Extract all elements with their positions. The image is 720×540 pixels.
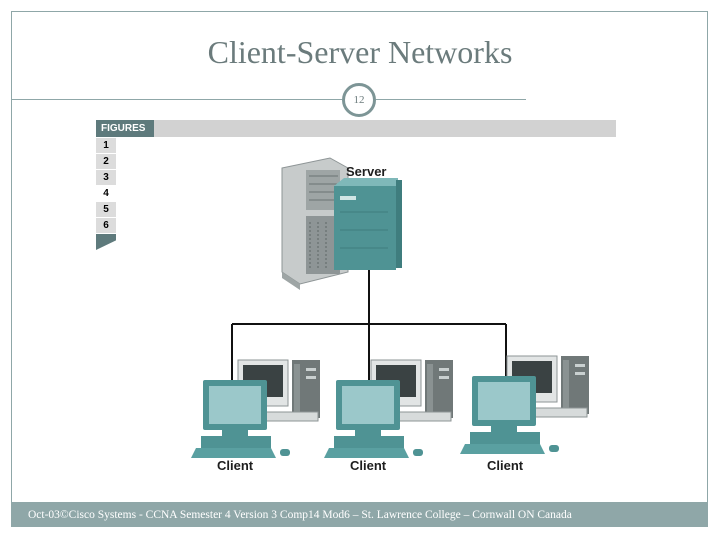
client-computer-2 [323, 359, 454, 459]
client-computer-1 [190, 359, 321, 459]
figures-header: FIGURES [96, 120, 154, 137]
figures-bar [96, 120, 616, 137]
client-computer-3 [459, 355, 590, 455]
title-rule-left [11, 99, 342, 100]
server-icon [334, 178, 402, 270]
slide-title: Client-Server Networks [207, 34, 513, 70]
figure-tab-6[interactable]: 6 [96, 218, 116, 233]
figure-tab-1[interactable]: 1 [96, 138, 116, 153]
server-label: Server [346, 164, 387, 179]
client-label-3: Client [487, 458, 524, 473]
client-label-1: Client [217, 458, 254, 473]
figure-tab-3[interactable]: 3 [96, 170, 116, 185]
figure-tab-4[interactable]: 4 [96, 186, 116, 201]
page-number-badge: 12 [342, 83, 376, 117]
slide-footer: Oct-03©Cisco Systems - CCNA Semester 4 V… [12, 502, 707, 526]
network-links [231, 270, 507, 383]
figure-tab-2[interactable]: 2 [96, 154, 116, 169]
figure-tabs: 1 2 3 4 5 6 [96, 138, 116, 250]
figure-tab-5[interactable]: 5 [96, 202, 116, 217]
client-label-2: Client [350, 458, 387, 473]
title-rule-right [376, 99, 526, 100]
